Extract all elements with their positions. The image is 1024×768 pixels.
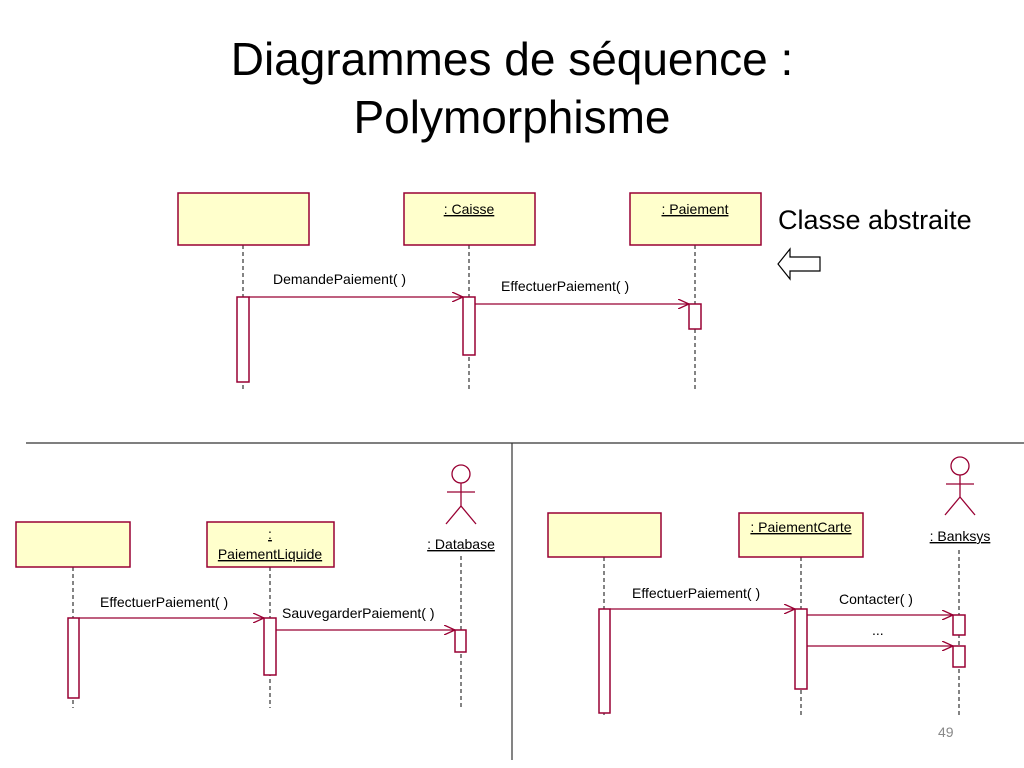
activation-bar (236, 296, 250, 383)
activation-bar (454, 629, 467, 653)
paiement-object-label: : Paiement (662, 201, 729, 217)
paiement-carte-object-label: : PaiementCarte (750, 519, 851, 535)
activation-bar (952, 645, 966, 668)
activation-bar (598, 608, 611, 714)
message-label: DemandePaiement( ) (273, 271, 406, 287)
paiement-liquide-label-line-1: : (268, 526, 272, 542)
slide-title-line-1: Diagrammes de séquence : (230, 33, 794, 85)
message-label: EffectuerPaiement( ) (100, 594, 228, 610)
message-label: EffectuerPaiement( ) (501, 278, 629, 294)
abstract-class-note: Classe abstraite (778, 205, 972, 235)
page-number: 49 (938, 724, 954, 740)
anonymous-object-box (547, 512, 662, 558)
activation-bar (794, 608, 808, 690)
activation-bar (462, 296, 476, 356)
database-actor-label: : Database (427, 536, 495, 552)
message-label: EffectuerPaiement( ) (632, 585, 760, 601)
diagram-top: : Caisse : Paiement DemandePaiement( ) E… (177, 192, 762, 390)
actor-icon (944, 456, 976, 516)
paiement-object-box (629, 192, 762, 246)
left-arrow-icon (777, 247, 821, 281)
activation-bar (67, 617, 80, 699)
caisse-object-box (403, 192, 536, 246)
slide-title-line-2: Polymorphisme (353, 91, 671, 143)
slide-title: Diagrammes de séquence : Polymorphisme (0, 30, 1024, 146)
message-label: Contacter( ) (839, 591, 913, 607)
activation-bar (952, 614, 966, 636)
anonymous-object-box (177, 192, 310, 246)
paiement-carte-object-box (738, 512, 864, 558)
activation-bar (263, 617, 277, 676)
message-label: ... (872, 622, 884, 638)
anonymous-object-box (15, 521, 131, 568)
actor-icon (445, 464, 477, 525)
paiement-liquide-label-line-2: PaiementLiquide (218, 546, 323, 562)
activation-bar (688, 303, 702, 330)
banksys-actor-label: : Banksys (930, 528, 991, 544)
message-label: SauvegarderPaiement( ) (282, 605, 435, 621)
paiement-liquide-object-box (206, 521, 335, 568)
diagram-paiement-carte: : PaiementCarte : Banksys EffectuerPaiem… (547, 456, 991, 718)
caisse-object-label: : Caisse (444, 201, 495, 217)
diagram-paiement-liquide: : PaiementLiquide : Database EffectuerPa… (15, 464, 495, 708)
